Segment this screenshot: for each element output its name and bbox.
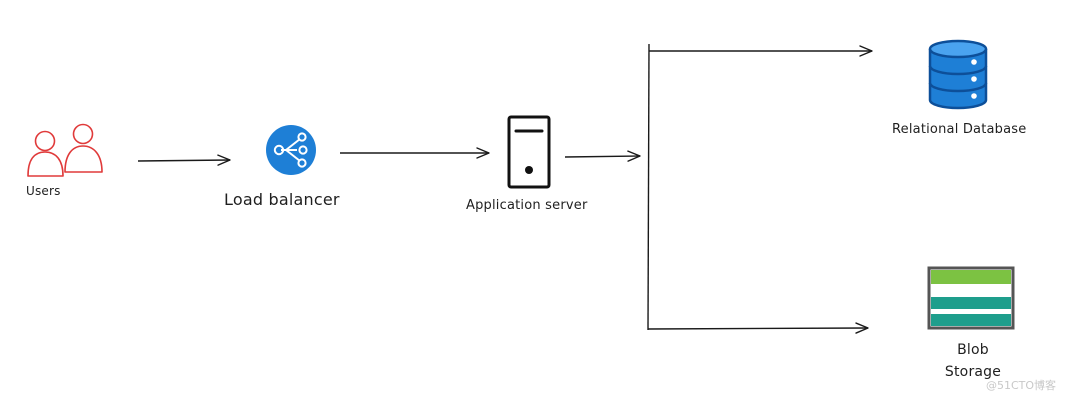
blob-label-line1: Blob <box>957 342 989 358</box>
load-balancer-label: Load balancer <box>224 190 340 209</box>
blob-label-line2: Storage <box>944 364 1002 380</box>
users-label: Users <box>26 184 61 198</box>
users-icon <box>27 123 103 177</box>
blob-storage-icon <box>927 266 1015 330</box>
blob-storage-label: Blob Storage <box>938 339 1008 383</box>
arrow-users-to-lb <box>137 154 231 166</box>
arrow-app-to-branch <box>564 150 641 162</box>
database-label: Relational Database <box>892 122 1027 137</box>
load-balancer-icon <box>266 125 316 175</box>
app-server-label: Application server <box>466 198 588 213</box>
database-icon <box>928 39 988 110</box>
watermark: @51CTO博客 <box>986 379 1057 392</box>
arrow-to-blob <box>647 322 869 334</box>
branch-connector <box>647 43 650 331</box>
server-icon <box>507 115 551 189</box>
